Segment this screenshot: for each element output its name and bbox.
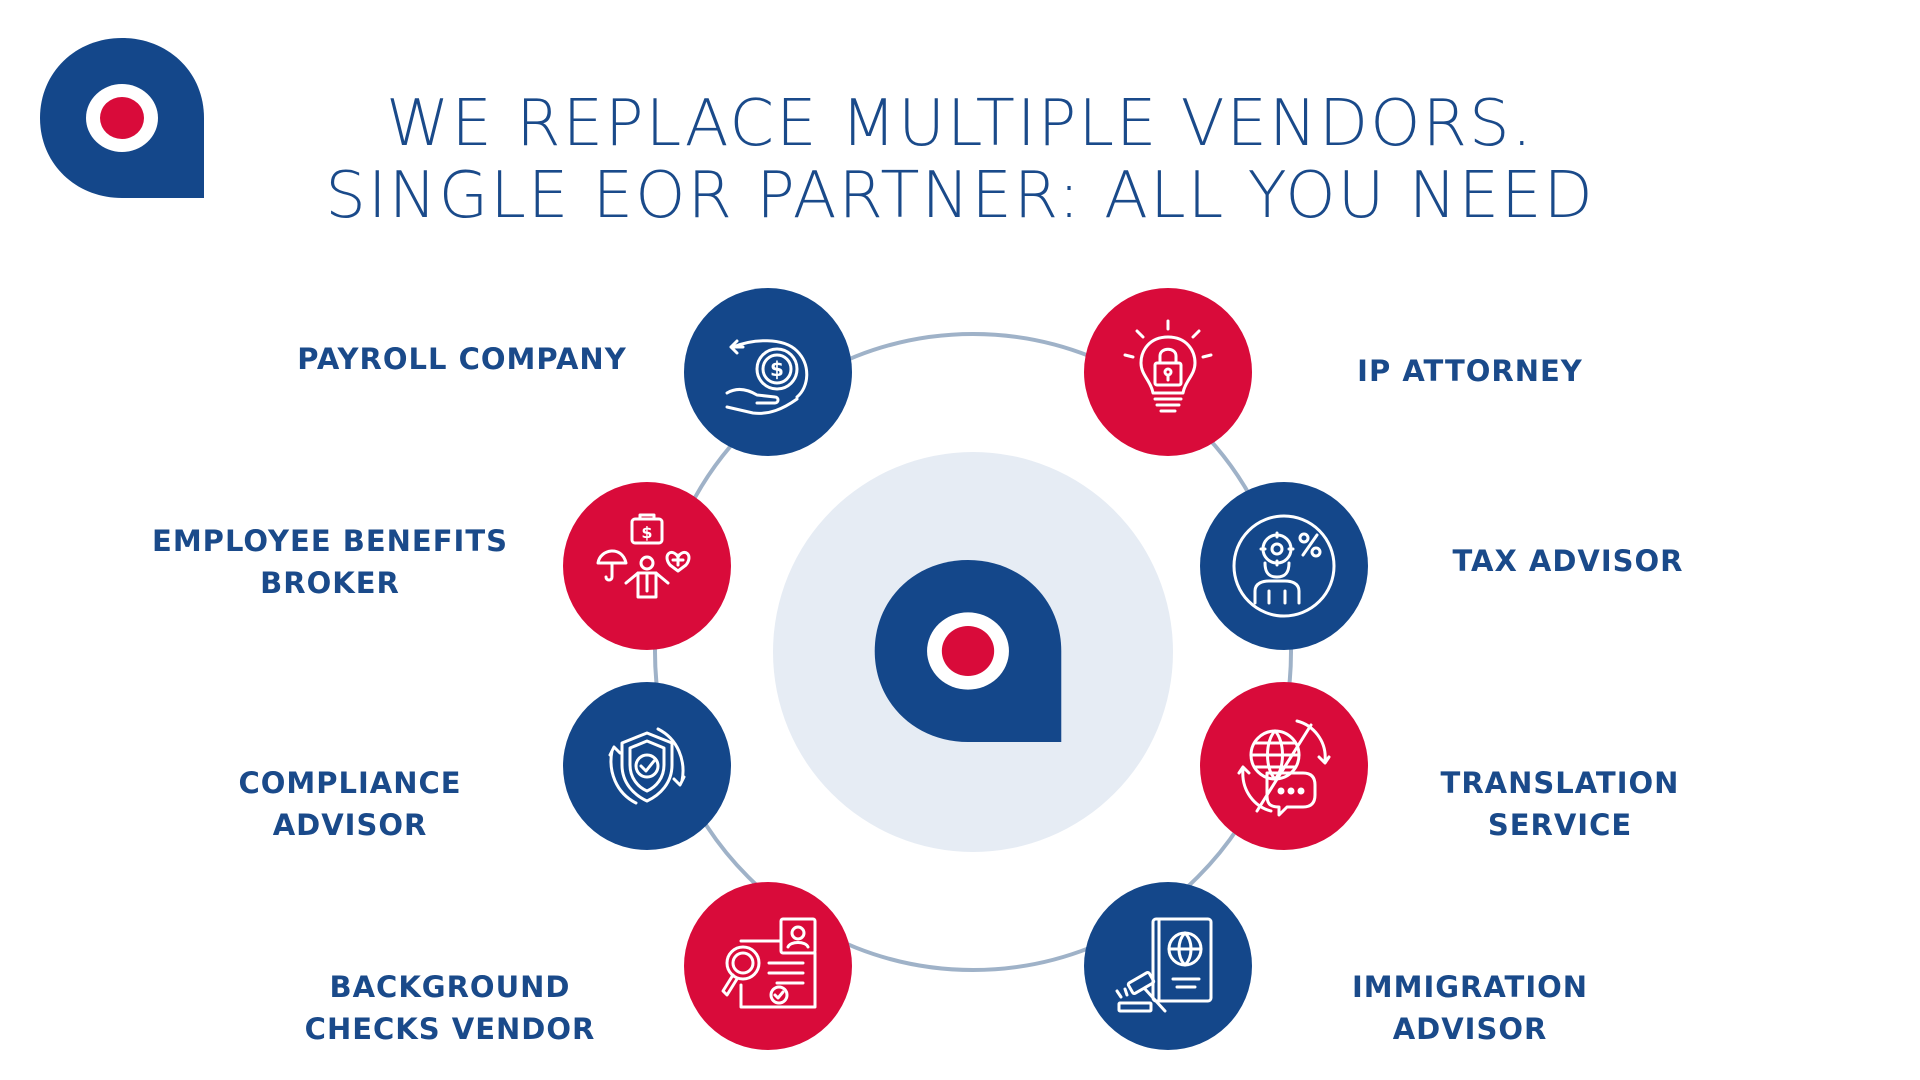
- label-immigration-advisor: IMMIGRATION ADVISOR: [1320, 966, 1620, 1050]
- label-line: IP ATTORNEY: [1357, 354, 1583, 388]
- label-line: COMPLIANCE: [238, 766, 462, 800]
- label-line: ADVISOR: [272, 808, 428, 842]
- globe-chat-icon: [1237, 719, 1331, 817]
- tax-head-icon: [1232, 514, 1336, 618]
- label-tax-advisor: TAX ADVISOR: [1428, 540, 1708, 582]
- label-line: EMPLOYEE BENEFITS: [152, 524, 508, 558]
- node-compliance-advisor: [563, 682, 731, 850]
- svg-text:$: $: [770, 357, 784, 381]
- label-line: TRANSLATION: [1440, 766, 1680, 800]
- label-payroll-company: PAYROLL COMPANY: [286, 338, 638, 380]
- benefits-icon: $: [596, 513, 691, 599]
- label-line: TAX ADVISOR: [1452, 544, 1684, 578]
- brand-logo: [40, 38, 204, 198]
- page-title-line-2: SINGLE EOR PARTNER: ALL YOU NEED: [325, 159, 1595, 233]
- label-line: BACKGROUND: [329, 970, 571, 1004]
- passport-gavel-icon: [1115, 917, 1213, 1013]
- page-title-line-1: WE REPLACE MULTIPLE VENDORS.: [386, 87, 1534, 161]
- label-ip-attorney: IP ATTORNEY: [1330, 350, 1610, 392]
- node-immigration-advisor: [1084, 882, 1252, 1050]
- node-tax-advisor: [1200, 482, 1368, 650]
- label-background-checks-vendor: BACKGROUND CHECKS VENDOR: [290, 966, 610, 1050]
- label-line: ADVISOR: [1392, 1012, 1548, 1046]
- label-line: CHECKS VENDOR: [304, 1012, 596, 1046]
- label-translation-service: TRANSLATION SERVICE: [1420, 762, 1700, 846]
- node-translation-service: [1200, 682, 1368, 850]
- label-compliance-advisor: COMPLIANCE ADVISOR: [210, 762, 490, 846]
- payroll-coin-icon: $: [725, 339, 809, 415]
- label-line: SERVICE: [1487, 808, 1633, 842]
- shield-check-icon: [608, 727, 686, 805]
- node-ip-attorney: [1084, 288, 1252, 456]
- label-line: IMMIGRATION: [1351, 970, 1589, 1004]
- node-employee-benefits-broker: $: [563, 482, 731, 650]
- svg-text:$: $: [641, 523, 652, 542]
- label-line: PAYROLL COMPANY: [297, 342, 627, 376]
- lightbulb-lock-icon: [1123, 319, 1213, 413]
- label-employee-benefits-broker: EMPLOYEE BENEFITS BROKER: [140, 520, 520, 604]
- node-background-checks-vendor: [684, 882, 852, 1050]
- center-brand-logo: [874, 560, 1062, 742]
- label-line: BROKER: [260, 566, 400, 600]
- node-payroll-company: $: [684, 288, 852, 456]
- document-search-icon: [721, 917, 817, 1009]
